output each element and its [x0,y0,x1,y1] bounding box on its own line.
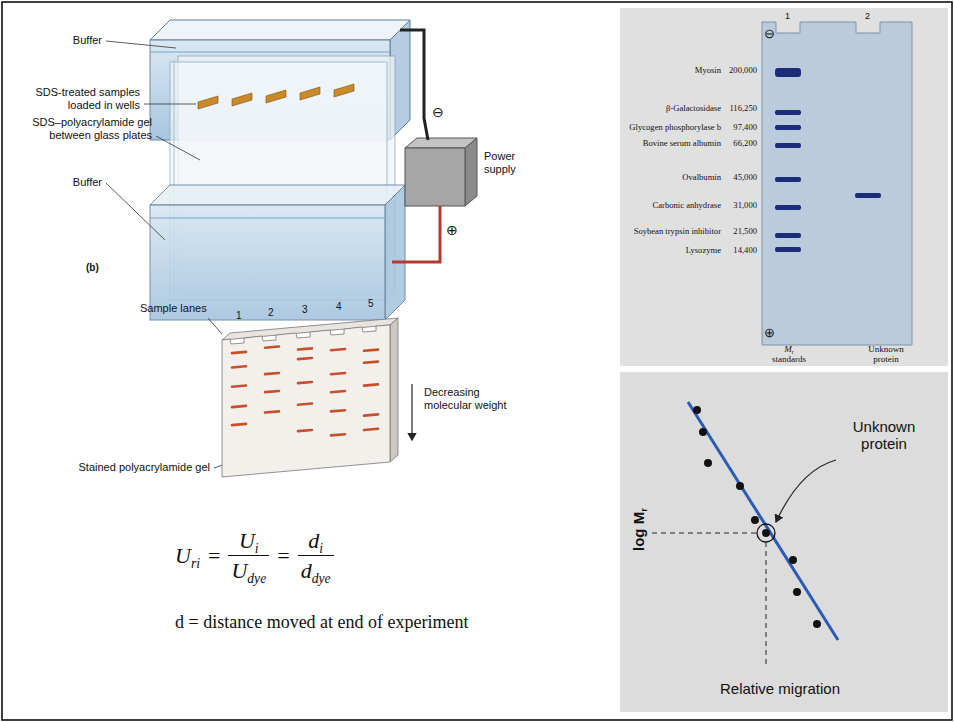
part-label: Buffer [73,34,102,47]
marker-name: Bovine serum albumin [643,139,721,149]
callout-label: Unknown protein [839,418,929,453]
marker-name: Carbonic anhydrase [653,201,722,211]
numerator: Ui [228,528,269,556]
lane-caption: Unknown protein [856,344,916,365]
lane-number: 5 [368,298,374,310]
polarity-sign: ⊖ [764,27,775,42]
figure-tag: (b) [86,262,99,274]
negative-wire [400,30,428,140]
subscript: i [255,541,259,556]
stained-gel [222,318,398,477]
lane-number: 1 [785,11,790,21]
unknown-circle [757,524,775,542]
subscript: dye [247,571,266,586]
subscript: r [792,349,794,355]
polarity-sign: ⊕ [764,326,775,341]
power-supply [405,138,477,206]
marker-name: Ovalbumin [682,173,721,183]
denominator: ddye [298,556,334,583]
fraction: UiUdye [228,528,269,584]
polarity-sign: ⊕ [446,222,458,238]
part-label: Decreasing molecular weight [424,386,524,411]
subscript: i [319,541,323,556]
subscript: ri [191,556,200,571]
gel-panel [620,8,948,366]
marker-name: Glycogen phosphorylase b [629,123,721,133]
axis-title-text: log M [629,512,646,551]
marker-name: Soybean trypsin inhibitor [634,227,721,237]
symbol: Ui [239,528,259,553]
formula: Uri=UiUdye=diddye [175,528,334,584]
direction-arrow [411,384,412,440]
part-label: SDS–polyacrylamide gel between glass pla… [12,116,152,141]
subscript: r [639,509,649,513]
part-label: Stained polyacrylamide gel [79,461,210,474]
variable: M [784,344,792,354]
part-label: Buffer [73,176,102,189]
marker-weight: 31,000 [733,201,757,211]
marker-weight: 14,400 [733,246,757,256]
numerator: di [298,528,334,556]
equals-sign: = [208,543,220,568]
data-points [693,406,821,628]
marker-weight: 200,000 [729,66,757,76]
symbol: di [308,528,323,553]
lower-buffer-tank [150,185,405,320]
axis-title: Relative migration [720,680,840,697]
lane-number: 1 [236,310,242,322]
dashed-guides [652,533,766,668]
subscript: dye [312,571,331,586]
variable: U [175,543,191,568]
fit-line [688,402,838,640]
marker-bands [775,68,881,252]
marker-weight: 45,000 [733,173,757,183]
symbol: Udye [231,558,266,583]
sample-wells [198,84,354,109]
fraction: diddye [298,528,334,584]
axis-title: log Mr [629,509,646,552]
symbol: ddye [301,558,331,583]
symbol: Uri [175,543,200,568]
marker-name: Lysozyme [686,246,721,256]
part-label: SDS-treated samples loaded in wells [10,86,140,111]
variable: d [301,558,312,583]
lane-caption-text: standards [772,354,806,364]
denominator: Udye [228,556,269,583]
gel-slab [762,22,912,345]
equals-sign: = [277,543,289,568]
variable: U [231,558,247,583]
marker-name: β-Galactosidase [666,104,721,114]
polarity-sign: ⊖ [432,104,444,120]
variable: U [239,528,255,553]
note: d = distance moved at end of experiment [175,612,469,633]
lane-number: 2 [268,307,274,319]
lane-number: 2 [865,11,870,21]
lane-caption: Mrstandards [759,344,819,365]
marker-weight: 21,500 [733,227,757,237]
lane-number: 3 [302,304,308,316]
part-label: Sample lanes [140,302,207,315]
variable: d [308,528,319,553]
marker-name: Myosin [695,66,721,76]
callout-arrow [776,460,836,522]
unknown-band [855,193,881,198]
positive-wire [392,206,440,262]
plot-panel [620,372,948,712]
marker-weight: 116,250 [729,104,757,114]
marker-weight: 66,200 [733,139,757,149]
marker-weight: 97,400 [733,123,757,133]
part-label: Power supply [484,150,544,175]
lane-number: 4 [336,301,342,313]
